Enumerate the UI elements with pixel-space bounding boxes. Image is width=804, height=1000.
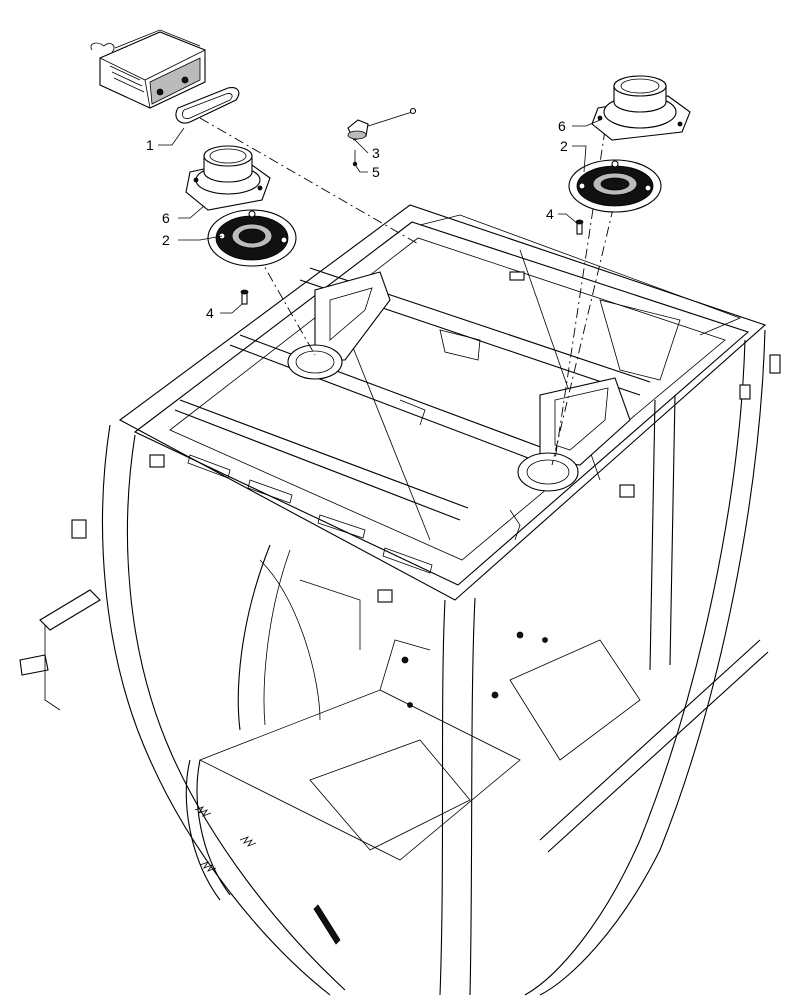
callout-6-speaker-right: 6 [558, 118, 566, 134]
screw-left [240, 289, 249, 305]
speaker-grille-right [568, 159, 662, 213]
callout-3-antenna: 3 [372, 145, 380, 161]
cab-frame [19, 204, 781, 996]
speaker-grille-left [207, 209, 297, 267]
callout-6-speaker-left: 6 [162, 210, 170, 226]
screw-right [575, 219, 584, 235]
callout-2-grille-right: 2 [560, 138, 568, 154]
radio-bezel [175, 87, 240, 124]
callout-2-grille-left: 2 [162, 232, 170, 248]
speaker-right [591, 75, 691, 141]
antenna-assembly [347, 107, 417, 167]
callout-4-screw-left: 4 [206, 305, 214, 321]
callout-leaders [158, 119, 601, 314]
speaker-left [185, 145, 271, 211]
radio-unit [90, 29, 206, 109]
callout-4-screw-right: 4 [546, 206, 554, 222]
callout-1-radio: 1 [146, 137, 154, 153]
callout-5-antenna-screw: 5 [372, 164, 380, 180]
